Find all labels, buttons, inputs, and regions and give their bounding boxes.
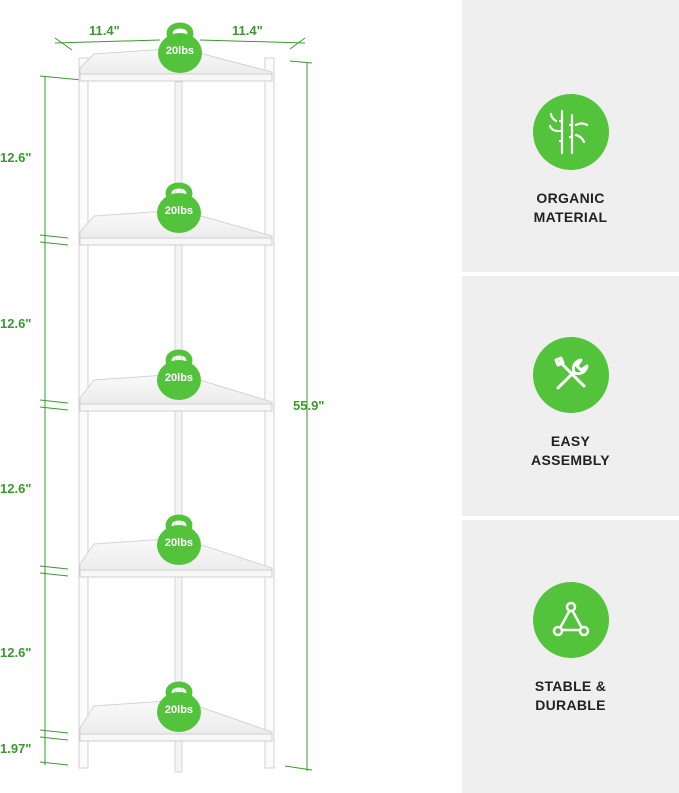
- feature-label-line2: MATERIAL: [533, 209, 608, 225]
- feature-label-line1: ORGANIC: [536, 190, 605, 206]
- bottom-gap-label: 1.97": [0, 741, 32, 756]
- feature-label-line2: ASSEMBLY: [531, 452, 610, 468]
- weight-capacity-badge: 20lbs: [157, 679, 201, 733]
- shelf-edge: [79, 569, 273, 578]
- shelf-edge: [79, 403, 273, 412]
- shelf-gap-label: 12.6": [0, 316, 32, 331]
- top-left-width-label: 11.4": [89, 23, 120, 38]
- feature-easy-assembly: EASY ASSEMBLY: [531, 432, 610, 470]
- feature-label-line1: EASY: [550, 433, 591, 449]
- kettlebell-icon: [157, 514, 201, 565]
- tools-icon: [532, 337, 609, 413]
- shelf-edge: [79, 73, 273, 82]
- bamboo-icon: [532, 94, 609, 170]
- triangle-nodes-icon: [532, 582, 609, 658]
- shelf-gap-label: 12.6": [0, 645, 32, 660]
- feature-stable-durable: STABLE & DURABLE: [535, 677, 606, 715]
- kettlebell-icon: [157, 349, 201, 400]
- shelf-gap-label: 12.6": [0, 150, 32, 165]
- weight-label: 20lbs: [164, 205, 194, 217]
- feature-label-line1: STABLE &: [534, 678, 607, 694]
- weight-label: 20lbs: [164, 537, 194, 549]
- feature-label-line2: DURABLE: [535, 697, 606, 713]
- shelf-edge: [79, 733, 273, 742]
- kettlebell-icon: [157, 182, 201, 233]
- shelf-edge: [79, 237, 273, 246]
- feature-organic-material: ORGANIC MATERIAL: [534, 189, 608, 227]
- weight-capacity-badge: 20lbs: [158, 20, 202, 74]
- weight-label: 20lbs: [164, 704, 194, 716]
- total-height-label: 55.9": [293, 398, 325, 413]
- feature-panel-stable: STABLE & DURABLE: [462, 520, 679, 793]
- kettlebell-icon: [158, 22, 202, 73]
- feature-panel-assembly: EASY ASSEMBLY: [462, 276, 679, 516]
- feature-panel-organic: ORGANIC MATERIAL: [462, 0, 679, 272]
- top-right-width-label: 11.4": [232, 23, 263, 38]
- shelf-gap-label: 12.6": [0, 481, 32, 496]
- weight-capacity-badge: 20lbs: [157, 347, 201, 401]
- weight-label: 20lbs: [164, 372, 194, 384]
- weight-label: 20lbs: [165, 45, 195, 57]
- weight-capacity-badge: 20lbs: [157, 180, 201, 234]
- kettlebell-icon: [157, 681, 201, 732]
- weight-capacity-badge: 20lbs: [157, 512, 201, 566]
